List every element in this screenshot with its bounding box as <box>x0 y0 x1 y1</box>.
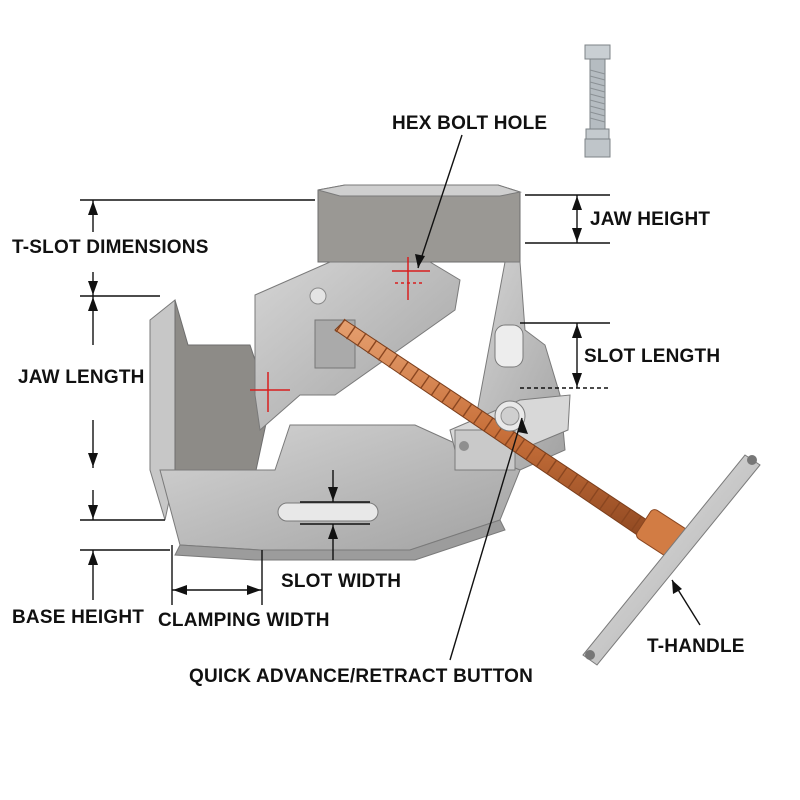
screw-thread <box>335 318 346 333</box>
left-bolt-hole-marker <box>250 372 290 412</box>
screw-thread <box>525 445 536 460</box>
screw-thread <box>610 502 621 517</box>
screw-thread <box>483 417 494 432</box>
hex-bolt-hole-marker <box>392 257 430 300</box>
quick-advance-button-label: QUICK ADVANCE/RETRACT BUTTON <box>189 666 534 687</box>
screw-thread <box>546 459 557 474</box>
vise-body <box>149 184 571 561</box>
clamping-width-label: CLAMPING WIDTH <box>158 610 330 631</box>
jaw-length-label: JAW LENGTH <box>18 367 145 388</box>
hex-bolt-icon <box>584 44 611 158</box>
hex-bolt-hole-label: HEX BOLT HOLE <box>392 113 548 134</box>
screw-thread <box>398 361 409 375</box>
screw-thread <box>536 452 547 467</box>
screw-thread <box>377 346 388 361</box>
screw-thread <box>578 481 589 495</box>
screw-thread <box>462 403 473 418</box>
screw-thread <box>345 325 357 340</box>
screw-thread <box>589 488 600 502</box>
screw-thread <box>409 368 420 382</box>
screw-thread <box>367 339 378 354</box>
screw-thread <box>620 509 631 524</box>
screw-thread <box>430 382 441 396</box>
screw-thread <box>388 353 399 368</box>
slot-length-label: SLOT LENGTH <box>584 346 721 367</box>
jaw-height-label: JAW HEIGHT <box>590 209 711 230</box>
screw-thread <box>419 375 431 389</box>
t-slot-dimensions-label: T-SLOT DIMENSIONS <box>12 237 209 258</box>
screw-thread <box>451 396 462 411</box>
screw-thread <box>441 389 452 404</box>
screw-thread <box>557 467 568 481</box>
dimension-arrows <box>88 196 682 595</box>
screw-thread <box>631 516 642 531</box>
screw-thread <box>504 431 515 446</box>
screw-thread <box>567 474 579 488</box>
screw-thread <box>515 438 526 453</box>
quick-advance-button-icon <box>494 400 526 432</box>
screw-thread <box>472 410 483 425</box>
t-handle-label: T-HANDLE <box>647 636 745 657</box>
t-handle-icon <box>582 454 761 666</box>
base-height-label: BASE HEIGHT <box>12 607 145 628</box>
screw-thread <box>599 495 610 510</box>
screw-thread <box>356 332 367 347</box>
slot-width-label: SLOT WIDTH <box>281 571 402 592</box>
